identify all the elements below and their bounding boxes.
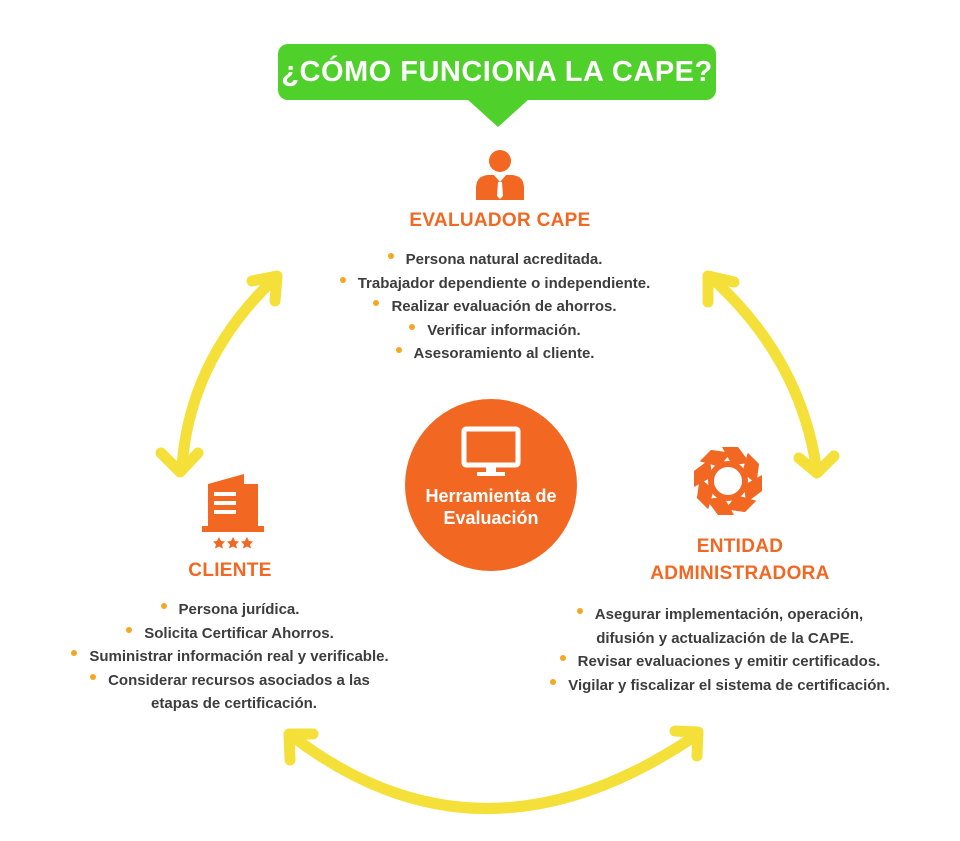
bullet-dot: [395, 347, 402, 354]
title-banner: ¿CÓMO FUNCIONA LA CAPE?: [278, 44, 716, 100]
cliente-heading: CLIENTE: [188, 560, 272, 581]
list-item: Persona natural acreditada.: [300, 248, 690, 272]
evaluador-heading: EVALUADOR CAPE: [409, 210, 591, 231]
arrowhead-right-top: [702, 270, 740, 308]
arrowhead-bottom-left: [283, 728, 319, 766]
bullet-dot: [90, 673, 97, 680]
bullet-dot: [576, 608, 583, 615]
entidad-list: Asegurar implementación, operación, difu…: [500, 603, 940, 697]
list-item: Asesoramiento al cliente.: [300, 342, 690, 366]
arrowhead-left-top: [246, 270, 283, 307]
monitor-icon: [461, 426, 521, 476]
list-item: etapas de certificación.: [151, 695, 317, 712]
title-banner-pointer: [467, 99, 529, 127]
entidad-heading: ENTIDAD ADMINISTRADORA: [630, 533, 850, 587]
list-item: Realizar evaluación de ahorros.: [300, 295, 690, 319]
list-item: Solicita Certificar Ahorros.: [20, 622, 440, 646]
list-item: Considerar recursos asociados a las: [20, 669, 440, 693]
bullet-dot: [559, 655, 566, 662]
bullet-dot: [373, 300, 380, 307]
aperture-logo-icon: [690, 443, 766, 519]
bullet-dot: [71, 650, 78, 657]
bullet-dot: [160, 603, 167, 610]
bullet-dot: [387, 253, 394, 260]
list-item: Trabajador dependiente o independiente.: [300, 272, 690, 296]
arrow-bottom: [286, 730, 698, 814]
evaluador-list: Persona natural acreditada. Trabajador d…: [300, 248, 690, 366]
entidad-heading-line1: ENTIDAD: [696, 536, 784, 557]
bullet-dot: [550, 678, 557, 685]
entidad-heading-line2: ADMINISTRADORA: [650, 563, 830, 584]
list-item: Revisar evaluaciones y emitir certificad…: [500, 650, 940, 674]
arrowhead-right-bottom: [793, 450, 840, 479]
arrowhead-left-bottom: [155, 447, 204, 478]
bullet-dot: [126, 626, 133, 633]
building-icon: [202, 474, 264, 549]
center-label: Herramienta de Evaluación: [425, 486, 557, 528]
list-item: Verificar información.: [300, 319, 690, 343]
bullet-dot: [409, 323, 416, 330]
list-item: Vigilar y fiscalizar el sistema de certi…: [500, 674, 940, 698]
cliente-list: Persona jurídica. Solicita Certificar Ah…: [20, 598, 440, 716]
page-title: ¿CÓMO FUNCIONA LA CAPE?: [281, 55, 713, 88]
arrowhead-bottom-right: [669, 725, 704, 762]
list-item: Persona jurídica.: [20, 598, 440, 622]
arrow-right: [709, 275, 822, 472]
list-item: Suministrar información real y verificab…: [20, 645, 440, 669]
arrow-left: [176, 275, 278, 472]
bullet-dot: [339, 276, 346, 283]
person-icon: [476, 150, 524, 200]
list-item: difusión y actualización de la CAPE.: [596, 629, 854, 647]
list-item: Asegurar implementación, operación,: [500, 603, 940, 627]
